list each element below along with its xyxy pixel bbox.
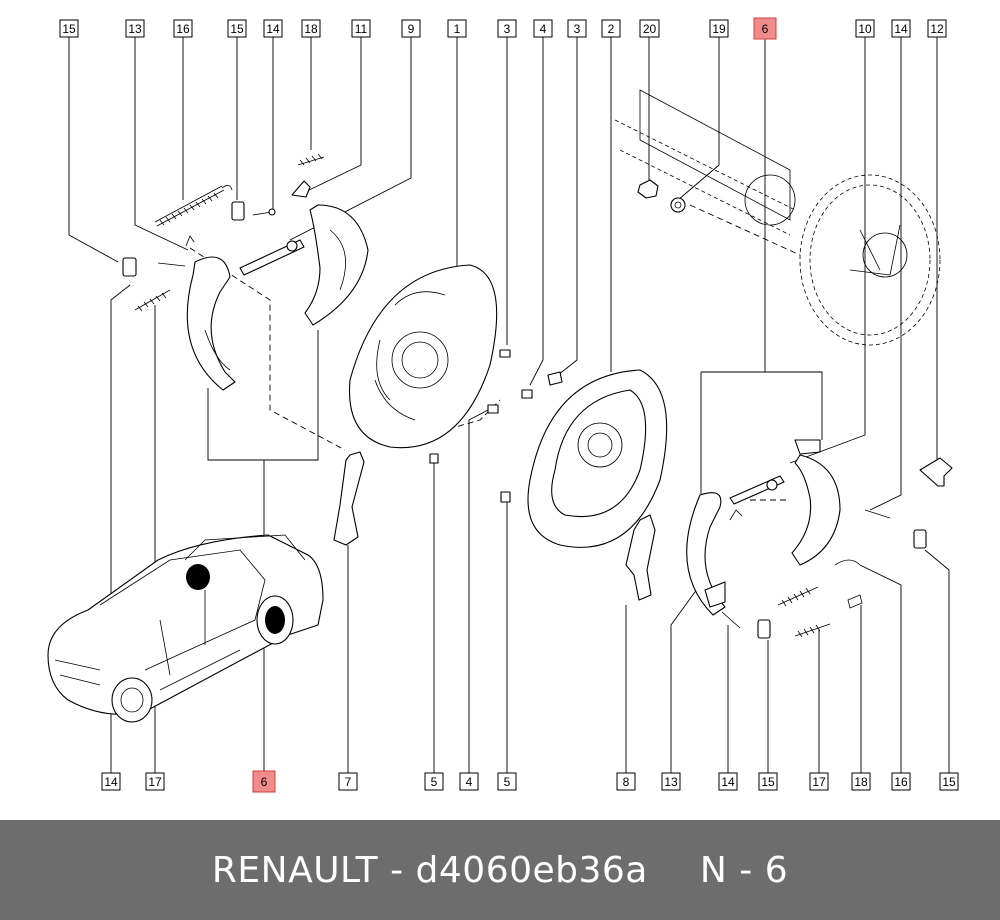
svg-text:4: 4 [466, 775, 473, 789]
svg-text:16: 16 [894, 775, 908, 789]
reference-number: 6 [764, 849, 789, 891]
pickup-truck-illustration [47, 534, 324, 723]
callout-14-bottom-b: 14 [718, 772, 738, 791]
svg-text:16: 16 [176, 22, 190, 36]
svg-text:10: 10 [858, 22, 872, 36]
callout-4-bottom: 4 [459, 772, 479, 791]
svg-text:11: 11 [355, 22, 368, 36]
svg-text:3: 3 [574, 22, 581, 36]
svg-text:12: 12 [930, 22, 944, 36]
callout-14-top-b: 14 [891, 19, 911, 38]
callouts-bottom: 14 17 6 7 5 4 5 8 13 14 15 17 18 16 15 [101, 770, 959, 793]
svg-text:6: 6 [762, 22, 769, 36]
callout-13-top: 13 [125, 19, 145, 38]
backing-plate-2 [500, 369, 668, 548]
svg-text:17: 17 [812, 775, 826, 789]
svg-text:1: 1 [454, 22, 461, 36]
svg-text:15: 15 [761, 775, 775, 789]
callout-16-top: 16 [173, 19, 193, 38]
callout-3-top-a: 3 [497, 19, 517, 38]
callout-15-top-a: 15 [59, 19, 79, 38]
svg-text:14: 14 [266, 22, 280, 36]
callout-1-top: 1 [447, 19, 467, 38]
callout-12-top: 12 [927, 19, 947, 38]
svg-text:2: 2 [608, 22, 615, 36]
callout-7-bottom: 7 [338, 772, 358, 791]
svg-text:8: 8 [623, 775, 630, 789]
svg-text:19: 19 [712, 22, 726, 36]
brand-separator: - [378, 849, 416, 891]
svg-text:18: 18 [304, 22, 318, 36]
callout-17-bottom-a: 17 [145, 772, 165, 791]
callout-11-top: 11 [351, 19, 371, 38]
reference-prefix: N [699, 849, 728, 891]
callouts-top: 15 13 16 15 14 18 11 9 1 3 4 3 2 20 19 6… [59, 17, 947, 40]
backing-plate-1 [348, 264, 511, 464]
callout-4-top: 4 [533, 19, 553, 38]
leader-lines [68, 37, 950, 773]
callout-10-top: 10 [855, 19, 875, 38]
svg-text:20: 20 [643, 22, 657, 36]
callout-19-top: 19 [709, 19, 729, 38]
svg-text:18: 18 [854, 775, 868, 789]
callout-20-top: 20 [639, 19, 660, 38]
brand-name: RENAULT [211, 849, 379, 891]
svg-text:15: 15 [942, 775, 956, 789]
callout-18-bottom: 18 [851, 772, 871, 791]
callout-5-bottom-b: 5 [497, 772, 517, 791]
svg-text:7: 7 [345, 775, 352, 789]
svg-text:5: 5 [431, 775, 438, 789]
axle-drum-view [614, 89, 941, 346]
svg-text:14: 14 [894, 22, 908, 36]
svg-text:13: 13 [664, 775, 678, 789]
callout-15-top-b: 15 [227, 19, 247, 38]
reference-separator: - [727, 849, 765, 891]
footer-caption-bar: RENAULT - d4060eb36a N - 6 [0, 820, 1000, 920]
callout-3-top-b: 3 [567, 19, 587, 38]
svg-text:15: 15 [62, 22, 76, 36]
part-number: d4060eb36a [415, 849, 648, 891]
callout-8-bottom: 8 [616, 772, 636, 791]
callout-5-bottom-a: 5 [424, 772, 444, 791]
callout-14-bottom-a: 14 [101, 772, 121, 791]
svg-text:17: 17 [148, 775, 162, 789]
svg-text:4: 4 [540, 22, 547, 36]
svg-text:14: 14 [721, 775, 735, 789]
callout-6-top-highlighted: 6 [753, 17, 777, 40]
callout-17-bottom-b: 17 [809, 772, 829, 791]
callout-16-bottom: 16 [891, 772, 911, 791]
right-brake-shoe-group [625, 439, 953, 639]
callout-15-bottom-b: 15 [939, 772, 959, 791]
callout-2-top: 2 [601, 19, 621, 38]
callout-9-top: 9 [401, 19, 421, 38]
callout-6-bottom-highlighted: 6 [252, 770, 276, 793]
svg-text:14: 14 [104, 775, 118, 789]
svg-text:9: 9 [408, 22, 415, 36]
callout-13-bottom: 13 [661, 772, 681, 791]
left-brake-shoe-group [122, 153, 369, 546]
callout-15-bottom-a: 15 [758, 772, 778, 791]
svg-text:13: 13 [128, 22, 142, 36]
callout-14-top-a: 14 [263, 19, 283, 38]
svg-text:6: 6 [261, 775, 268, 789]
svg-text:5: 5 [504, 775, 511, 789]
svg-text:3: 3 [504, 22, 511, 36]
brake-shoe-exploded-diagram: 15 13 16 15 14 18 11 9 1 3 4 3 2 20 19 6… [47, 17, 959, 793]
callout-18-top: 18 [301, 19, 321, 38]
svg-text:15: 15 [230, 22, 244, 36]
